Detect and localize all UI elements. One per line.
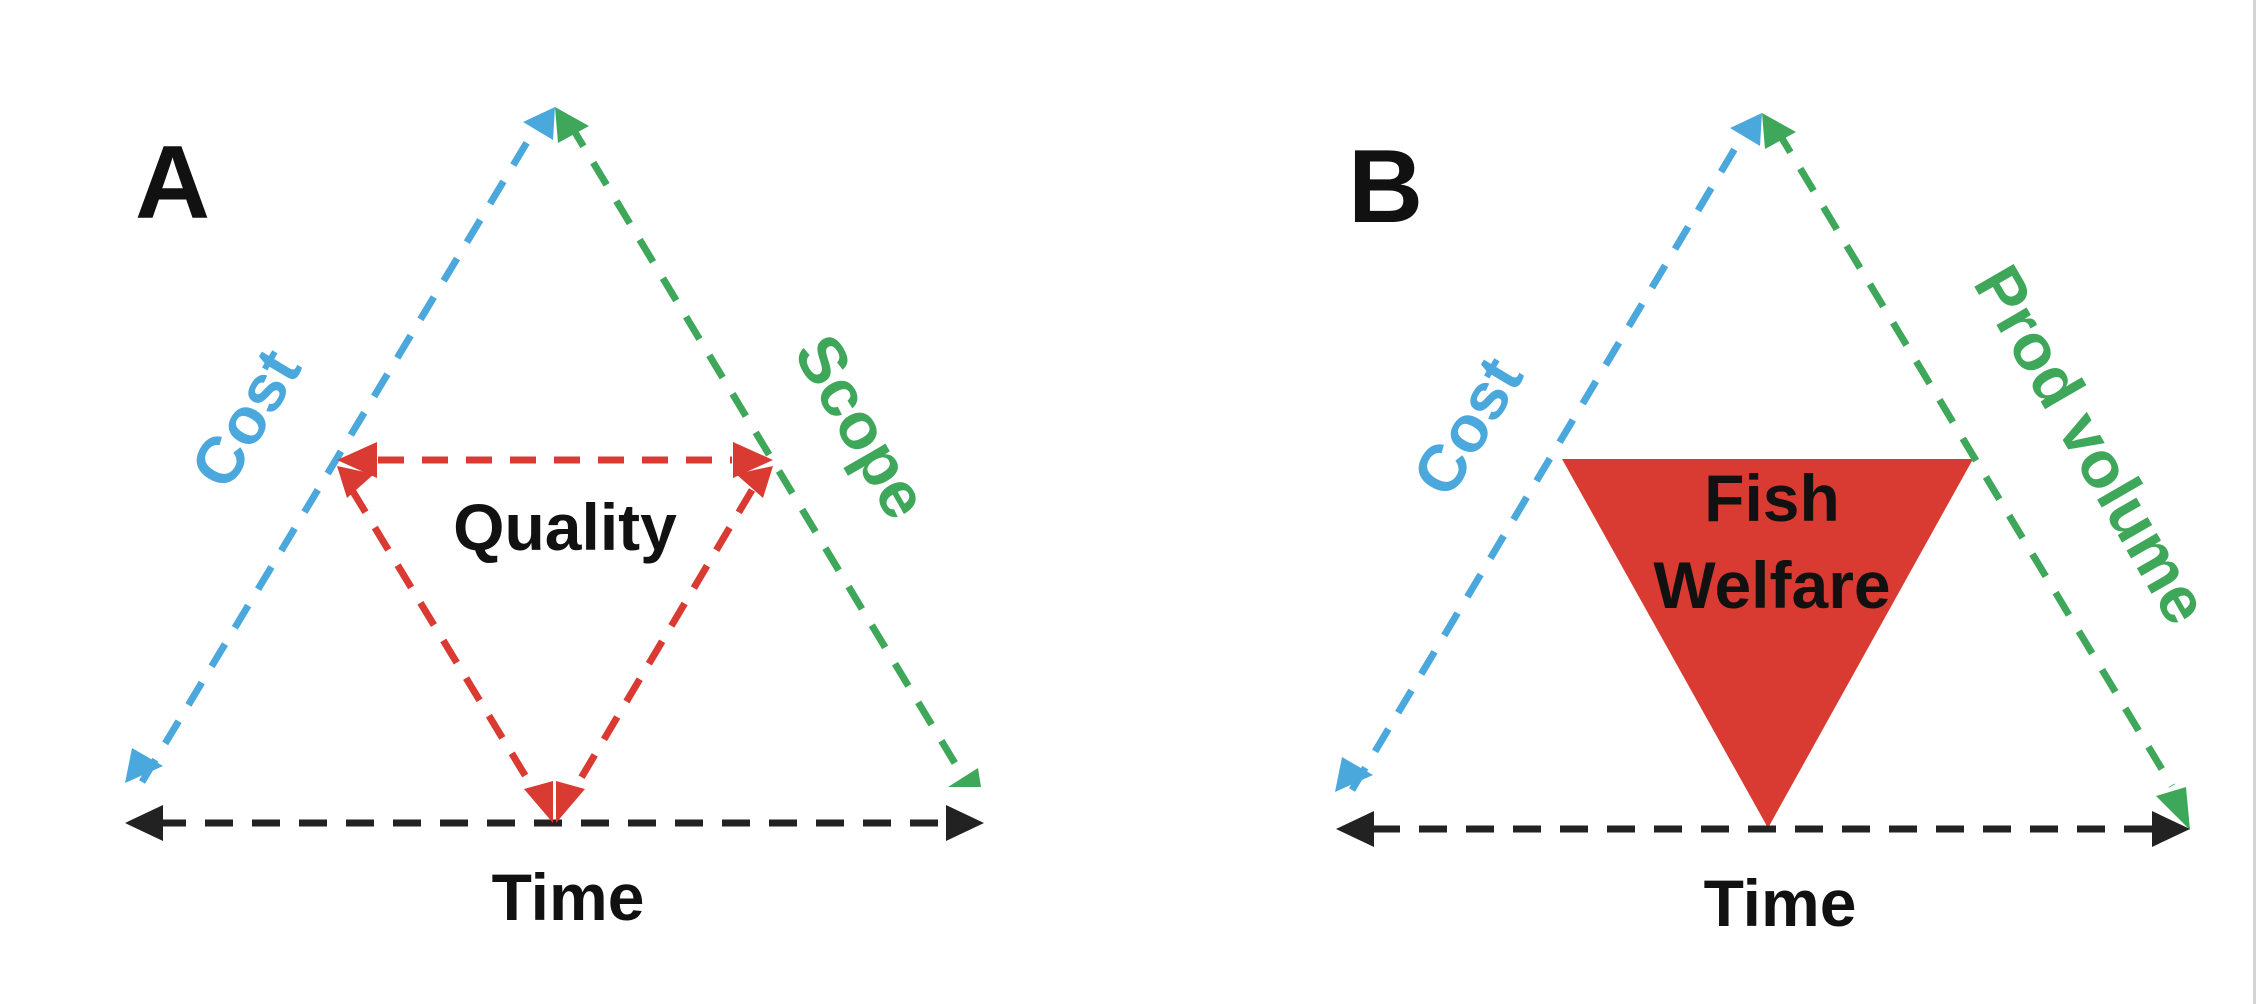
panel-a-letter: A bbox=[135, 125, 210, 241]
panel-a-time-arrowhead-right bbox=[946, 805, 984, 841]
panel-b-cost-arrowhead-top bbox=[1730, 113, 1762, 146]
panel-b-letter: B bbox=[1348, 129, 1423, 245]
panel-a-scope-label: Scope bbox=[780, 322, 943, 531]
panel-b-welfare-label-line1: Fish bbox=[1704, 461, 1840, 535]
panel-a-quality-arrowhead-top-right-h bbox=[733, 442, 773, 478]
panel-a-time-edge bbox=[125, 805, 984, 841]
panel-b-cost-arrowhead-bottom bbox=[1335, 757, 1373, 792]
panel-a-scope-edge bbox=[555, 107, 981, 787]
panel-b-volume-edge bbox=[1762, 113, 2190, 830]
panel-a-scope-arrowhead-bottom bbox=[948, 768, 981, 787]
right-border bbox=[2253, 0, 2256, 1004]
panel-a-quality-arrowhead-bottom-left bbox=[524, 781, 553, 823]
panel-a-cost-arrowhead-top bbox=[523, 107, 555, 140]
panel-b-cost-edge bbox=[1335, 113, 1762, 792]
panel-b-time-arrowhead-right bbox=[2152, 811, 2190, 847]
panel-a-quality-label: Quality bbox=[453, 490, 677, 564]
panel-a-cost-edge bbox=[125, 107, 555, 784]
panel-b-volume-label: Prod volume bbox=[1960, 253, 2224, 636]
panel-a-quality-arrowhead-top-right-d bbox=[736, 466, 773, 498]
panel-b-welfare-label-line2: Welfare bbox=[1653, 548, 1890, 622]
panel-a-cost-label: Cost bbox=[176, 336, 315, 500]
panel-a-time-label: Time bbox=[492, 860, 645, 934]
panel-a-quality-arrowhead-top-left-h bbox=[337, 442, 377, 478]
panel-a: A bbox=[125, 107, 984, 934]
panel-b-time-label: Time bbox=[1704, 866, 1857, 940]
panel-a-quality-arrowhead-bottom-right bbox=[556, 781, 585, 823]
panel-b: B Cost Prod volume bbox=[1335, 113, 2224, 940]
panel-b-time-arrowhead-left bbox=[1336, 811, 1374, 847]
panel-a-quality-arrowhead-top-left-d bbox=[337, 466, 374, 498]
panel-b-time-edge bbox=[1336, 811, 2190, 847]
panel-a-quality-triangle bbox=[337, 442, 773, 823]
panel-a-scope-arrowhead-top bbox=[555, 107, 589, 143]
panel-a-time-arrowhead-left bbox=[125, 805, 163, 841]
panel-b-fish-welfare-triangle bbox=[1562, 459, 1973, 828]
panel-b-volume-arrowhead-top bbox=[1762, 113, 1796, 149]
panel-b-cost-label: Cost bbox=[1398, 344, 1537, 508]
panel-a-cost-arrowhead-bottom bbox=[125, 748, 163, 783]
panel-b-volume-arrowhead-bottom bbox=[2156, 787, 2190, 830]
